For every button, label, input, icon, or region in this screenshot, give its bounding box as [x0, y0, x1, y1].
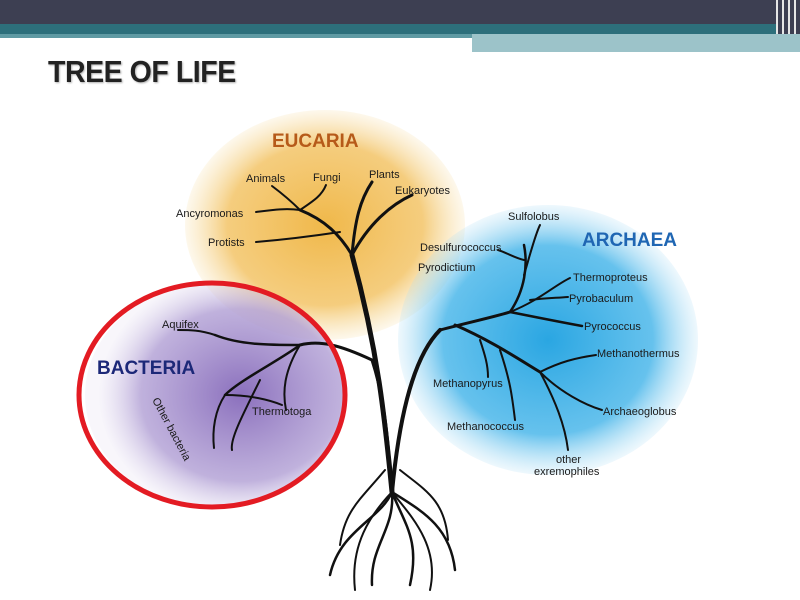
label-other: other: [556, 454, 581, 466]
label-protists: Protists: [208, 237, 245, 249]
top-accent-strip-light: [0, 34, 472, 38]
label-animals: Animals: [246, 173, 286, 185]
label-methanococcus: Methanococcus: [447, 421, 525, 433]
label-aquifex: Aquifex: [162, 319, 199, 331]
label-thermotoga: Thermotoga: [252, 406, 312, 418]
label-archaeoglobus: Archaeoglobus: [603, 406, 677, 418]
label-thermoproteus: Thermoproteus: [573, 272, 648, 284]
corner-stripes: [776, 0, 800, 34]
label-methanothermus: Methanothermus: [597, 348, 680, 360]
label-pyrobaculum: Pyrobaculum: [569, 293, 633, 305]
archaea-group-label: ARCHAEA: [582, 230, 677, 251]
top-accent-block: [472, 34, 800, 52]
eukarya-group-label: EUCARIA: [272, 131, 359, 152]
page-title: TREE OF LIFE: [48, 54, 236, 89]
bacteria-region: [85, 283, 345, 507]
label-methanopyrus: Methanopyrus: [433, 378, 503, 390]
bacteria-group-label: BACTERIA: [97, 358, 195, 379]
label-pyrodictium: Pyrodictium: [418, 262, 475, 274]
bacteria-highlight-circle: [76, 280, 348, 510]
label-plants: Plants: [369, 169, 400, 181]
top-bar: [0, 0, 800, 24]
label-pyrococcus: Pyrococcus: [584, 321, 641, 333]
top-accent-strip: [0, 24, 800, 34]
label-eukaryotes: Eukaryotes: [395, 185, 451, 197]
label-desulfurococcus: Desulfurococcus: [420, 242, 502, 254]
label-sulfolobus: Sulfolobus: [508, 211, 560, 223]
archaea-region: [398, 205, 698, 475]
label-ancyromonas: Ancyromonas: [176, 208, 244, 220]
label-fungi: Fungi: [313, 172, 341, 184]
label-exremophiles: exremophiles: [534, 466, 600, 478]
